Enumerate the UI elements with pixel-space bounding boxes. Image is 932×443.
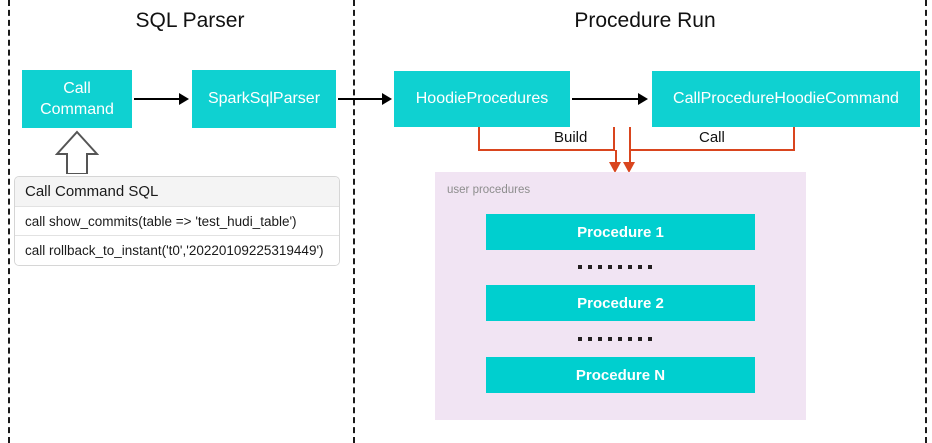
edge-label-call: Call [694,129,730,146]
arrow-sparksqlparser-to-hoodieprocedures-line [338,98,384,100]
procedure-box-1[interactable]: Procedure 1 [486,214,755,250]
arrow-right-icon [179,93,189,105]
divider-left [8,0,10,443]
connector-call-bracket [629,127,795,151]
arrow-right-icon [638,93,648,105]
call-command-sql-table: Call Command SQL call show_commits(table… [14,176,340,266]
arrow-down-icon [623,162,635,173]
sql-table-row: call show_commits(table => 'test_hudi_ta… [15,207,339,236]
sql-table-row: call rollback_to_instant('t0','202201092… [15,236,339,265]
block-arrow-up-icon [54,130,100,175]
section-title-sql-parser: SQL Parser [135,9,245,32]
node-call-procedure-hoodie-command[interactable]: CallProcedureHoodieCommand [652,71,920,127]
edge-label-build: Build [549,129,593,146]
divider-middle [353,0,355,443]
arrow-down-icon [609,162,621,173]
arrow-call-command-to-sparksqlparser-line [134,98,181,100]
section-title-procedure-run: Procedure Run [574,9,716,32]
node-call-command[interactable]: Call Command [22,70,132,128]
node-call-command-line2: Command [40,101,114,118]
divider-right [925,0,927,443]
node-spark-sql-parser[interactable]: SparkSqlParser [192,70,336,128]
user-procedures-caption: user procedures [447,184,531,196]
procedure-box-n[interactable]: Procedure N [486,357,755,393]
sql-table-header: Call Command SQL [15,177,339,207]
connector-call-stem [629,150,631,164]
connector-build-stem [615,150,617,164]
procedure-box-2[interactable]: Procedure 2 [486,285,755,321]
node-hoodie-procedures[interactable]: HoodieProcedures [394,71,570,127]
node-call-command-line1: Call [63,80,91,97]
connector-build-bracket [478,127,615,151]
ellipsis-dots [578,265,652,269]
arrow-hoodieprocedures-to-callprocedure-line [572,98,640,100]
arrow-right-icon [382,93,392,105]
ellipsis-dots [578,337,652,341]
